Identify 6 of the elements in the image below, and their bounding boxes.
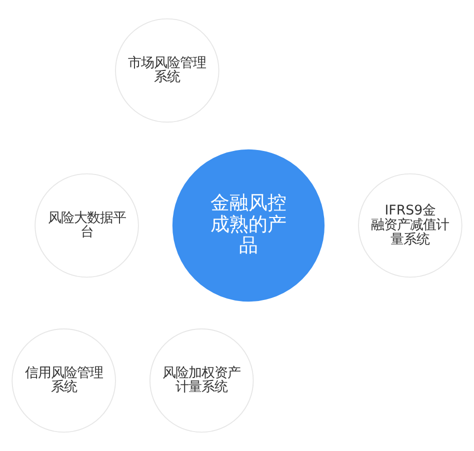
node-circle: 风险大数据平台	[34, 173, 139, 278]
node-circle: 金融风控成熟的产品	[172, 149, 325, 302]
node-circle: 风险加权资产计量系统	[149, 328, 254, 433]
node-circle: 信用风险管理系统	[12, 328, 116, 433]
node-circle: 市场风险管理系统	[115, 18, 220, 123]
node-circle: IFRS9金融资产减值计量系统	[358, 173, 462, 278]
